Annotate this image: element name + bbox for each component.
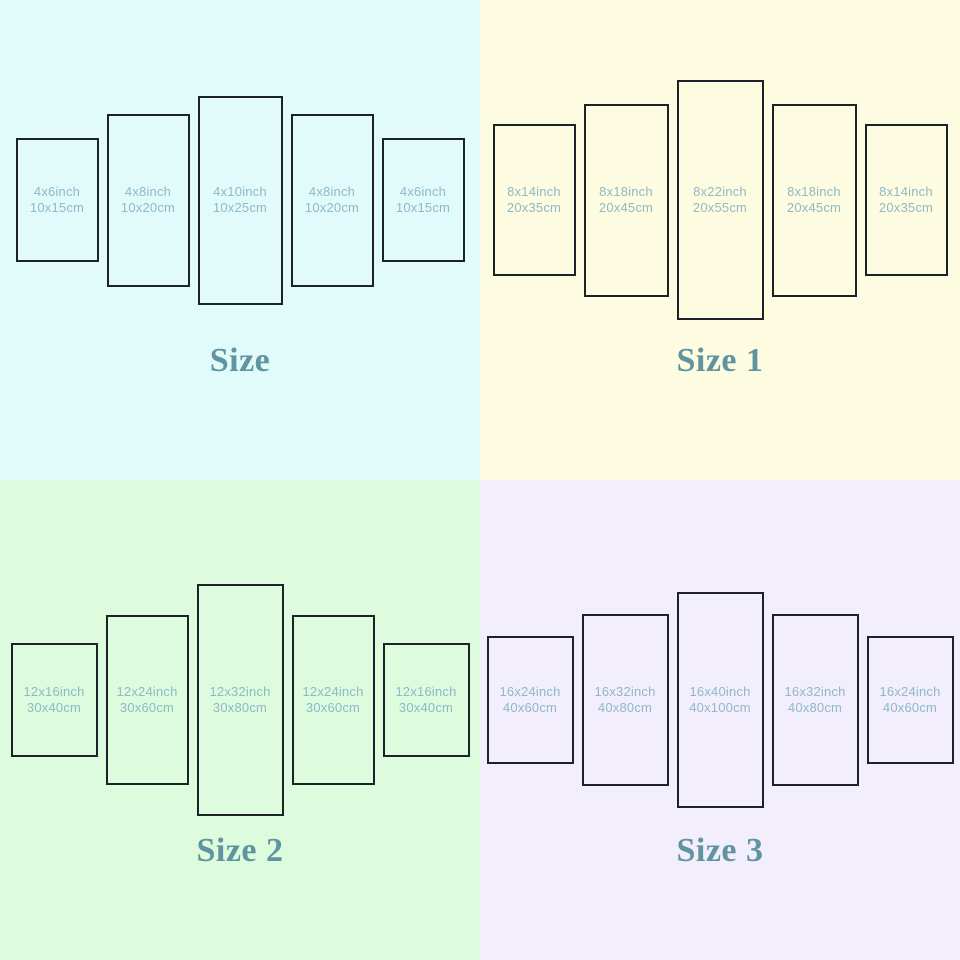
panel-label-cm: 10x15cm: [29, 200, 85, 215]
quadrant-title-size-3: Size 3: [676, 832, 764, 869]
panel-label-cm: 40x60cm: [502, 700, 558, 715]
panel-label-inch: 16x24inch: [879, 684, 941, 699]
quadrant-title-size-2: Size 2: [196, 832, 284, 869]
panel-label-cm: 20x45cm: [786, 200, 842, 215]
quadrant-title-size-1: Size 1: [676, 342, 764, 379]
quadrant-title-size: Size: [209, 342, 271, 379]
panel-label-cm: 10x20cm: [304, 200, 360, 215]
panel-label-cm: 30x40cm: [26, 700, 82, 715]
panel-label-cm: 30x60cm: [119, 700, 175, 715]
panel-label-inch: 8x14inch: [507, 184, 561, 199]
panel-label-inch: 4x6inch: [399, 184, 447, 199]
panel-label-cm: 20x35cm: [878, 200, 934, 215]
panel-label-cm: 10x25cm: [212, 200, 268, 215]
panel-label-inch: 16x40inch: [689, 684, 751, 699]
panel-label-inch: 4x6inch: [33, 184, 81, 199]
panel-label-cm: 40x60cm: [882, 700, 938, 715]
panel-label-cm: 40x80cm: [787, 700, 843, 715]
panel-label-inch: 8x22inch: [693, 184, 747, 199]
panel-label-inch: 16x32inch: [784, 684, 846, 699]
panel-label-inch: 8x18inch: [599, 184, 653, 199]
panel-label-inch: 4x10inch: [213, 184, 267, 199]
panel-label-cm: 20x35cm: [506, 200, 562, 215]
panel-label-inch: 16x24inch: [499, 684, 561, 699]
panel-label-inch: 8x14inch: [879, 184, 933, 199]
panel-label-cm: 20x55cm: [692, 200, 748, 215]
panel-label-cm: 20x45cm: [598, 200, 654, 215]
panel-label-cm: 10x15cm: [395, 200, 451, 215]
panel-label-inch: 4x8inch: [124, 184, 172, 199]
panel-label-cm: 30x60cm: [305, 700, 361, 715]
panel-label-cm: 10x20cm: [120, 200, 176, 215]
panel-label-cm: 30x40cm: [398, 700, 454, 715]
panel-label-inch: 8x18inch: [787, 184, 841, 199]
panel-label-cm: 40x80cm: [597, 700, 653, 715]
panel-label-inch: 12x32inch: [209, 684, 271, 699]
panel-label-inch: 16x32inch: [594, 684, 656, 699]
panel-label-cm: 40x100cm: [689, 700, 751, 715]
panel-label-inch: 12x16inch: [23, 684, 85, 699]
panel-label-cm: 30x80cm: [212, 700, 268, 715]
panel-label-inch: 4x8inch: [308, 184, 356, 199]
panel-label-inch: 12x24inch: [116, 684, 178, 699]
panel-label-inch: 12x16inch: [395, 684, 457, 699]
panel-label-inch: 12x24inch: [302, 684, 364, 699]
